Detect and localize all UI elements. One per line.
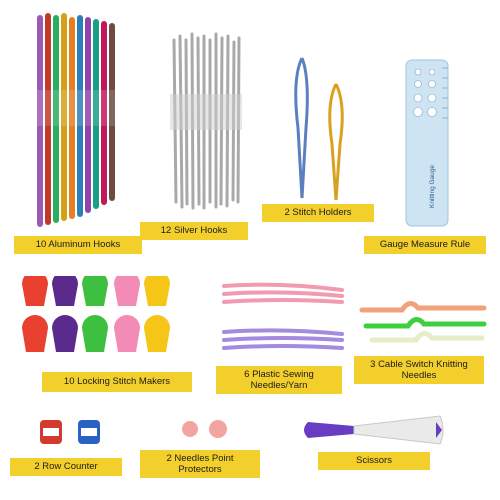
row-counters-image [40, 418, 102, 446]
label-stitch-holders: 2 Stitch Holders [262, 204, 374, 222]
aluminum-hooks-image [28, 10, 118, 232]
label-sewing-needles: 6 Plastic Sewing Needles/Yarn [216, 366, 342, 394]
label-aluminum-hooks: 10 Aluminum Hooks [14, 236, 142, 254]
label-scissors: Scissors [318, 452, 430, 470]
label-row-counter: 2 Row Counter [10, 458, 122, 476]
sewing-needles-image [220, 280, 346, 360]
stitch-markers-image [14, 276, 174, 362]
silver-hooks-image [168, 32, 243, 214]
gauge-text: Knitting Gauge [429, 165, 436, 208]
label-cable-needles: 3 Cable Switch Knitting Needles [354, 356, 484, 384]
label-gauge-rule: Gauge Measure Rule [364, 236, 486, 254]
stitch-holders-image [288, 48, 360, 206]
point-protectors-image [180, 418, 232, 440]
scissors-image [300, 412, 446, 448]
gauge-rule-image: Knitting Gauge [404, 58, 450, 230]
label-point-protectors: 2 Needles Point Protectors [140, 450, 260, 478]
cable-needles-image [358, 296, 488, 348]
label-silver-hooks: 12 Silver Hooks [140, 222, 248, 240]
label-stitch-makers: 10 Locking Stitch Makers [42, 372, 192, 392]
